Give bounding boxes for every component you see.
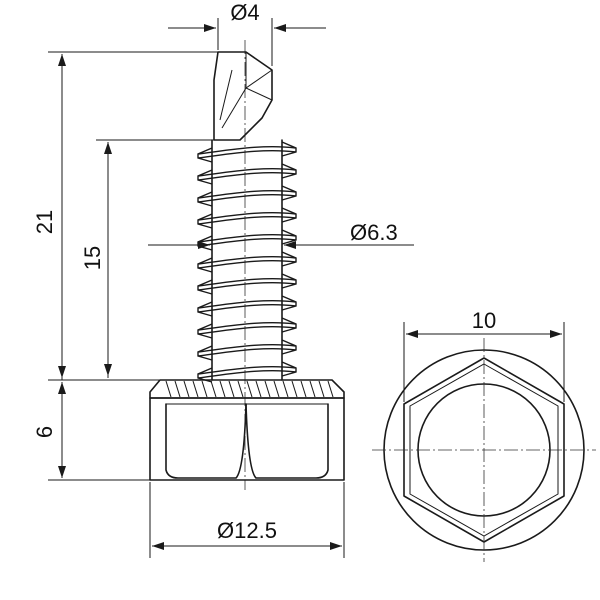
serration-tooth	[264, 380, 271, 398]
serration-tooth	[210, 380, 217, 398]
dim-thread-length: 15	[80, 139, 214, 378]
serration-tooth	[282, 380, 289, 398]
serration-tooth	[273, 380, 280, 398]
serration-tooth	[291, 380, 298, 398]
thread-turn	[197, 141, 297, 163]
total-length-label: 21	[32, 210, 57, 234]
thread-turn	[197, 317, 297, 339]
serrated-flange	[149, 379, 345, 399]
serration-tooth	[237, 380, 244, 398]
serration-tooth	[183, 380, 190, 398]
screw-top-view	[372, 338, 596, 562]
thread-turn	[197, 339, 297, 361]
thread-turn	[197, 163, 297, 185]
dim-hex-width: 10	[403, 308, 565, 402]
serration-tooth	[192, 380, 199, 398]
thread-diameter-label: Ø6.3	[350, 220, 398, 245]
dim-total-length: 21	[32, 51, 246, 381]
threaded-shank	[197, 139, 297, 383]
serration-tooth	[174, 380, 181, 398]
serration-tooth	[318, 380, 325, 398]
thread-turn	[197, 273, 297, 295]
hex-width-label: 10	[472, 308, 496, 333]
serration-tooth	[228, 380, 235, 398]
dim-head-height: 6	[32, 382, 150, 481]
tip-diameter-label: Ø4	[230, 0, 259, 25]
serration-tooth	[309, 380, 316, 398]
head-height-label: 6	[32, 426, 57, 438]
thread-turn	[197, 207, 297, 229]
flange-diameter-label: Ø12.5	[217, 518, 277, 543]
serration-tooth	[327, 380, 334, 398]
thread-length-label: 15	[80, 246, 105, 270]
thread-turn	[197, 251, 297, 273]
serration-tooth	[165, 380, 172, 398]
serration-tooth	[255, 380, 262, 398]
serration-tooth	[246, 380, 253, 398]
drill-tip	[213, 51, 273, 141]
dim-tip-diameter: Ø4	[168, 0, 326, 66]
thread-turn	[197, 361, 297, 383]
serration-tooth	[201, 380, 208, 398]
thread-turn	[197, 185, 297, 207]
dim-thread-diameter: Ø6.3	[148, 220, 414, 249]
serration-tooth	[219, 380, 226, 398]
dim-flange-diameter: Ø12.5	[149, 482, 345, 558]
serration-tooth	[300, 380, 307, 398]
hex-head	[149, 397, 345, 481]
thread-turn	[197, 295, 297, 317]
screw-side-view	[149, 40, 345, 490]
